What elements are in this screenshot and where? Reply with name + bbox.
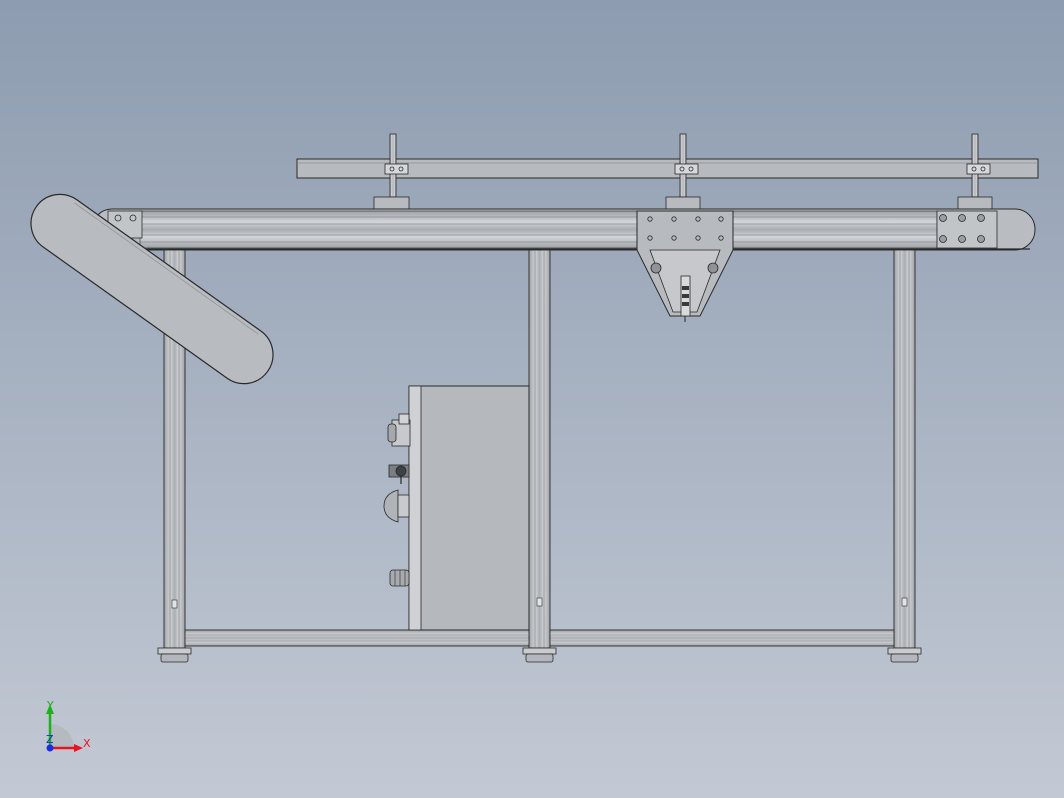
control-box-selector-knob[interactable] (388, 464, 410, 484)
z-axis-label: Z (46, 733, 54, 746)
x-axis-label: X (83, 737, 91, 750)
electrical-control-box[interactable] (408, 385, 530, 631)
control-box-push-button[interactable] (389, 569, 410, 587)
x-axis-arrow (74, 744, 83, 752)
frame-leg-right[interactable] (887, 249, 922, 663)
drive-motor-bracket[interactable] (636, 210, 734, 322)
beam-end-plate-right (936, 210, 998, 249)
frame-leg-middle[interactable] (522, 249, 557, 663)
y-axis-label: Y (46, 699, 54, 712)
rail-support-post-left[interactable] (373, 133, 410, 211)
rail-support-post-right[interactable] (957, 133, 993, 211)
inclined-infeed-conveyor[interactable] (20, 183, 285, 395)
bottom-crossbar-right[interactable] (549, 629, 895, 647)
control-box-switch-top[interactable] (387, 413, 411, 447)
y-axis-arrow (46, 704, 54, 714)
bottom-crossbar-left[interactable] (184, 629, 530, 647)
z-axis-dot (46, 744, 54, 752)
coordinate-triad: Y X Z (46, 699, 91, 752)
control-box-emergency-stop[interactable] (383, 489, 410, 523)
main-conveyor-beam[interactable] (91, 208, 1036, 251)
frame-leg-left[interactable] (157, 249, 192, 663)
top-guide-rail[interactable] (296, 158, 1039, 179)
